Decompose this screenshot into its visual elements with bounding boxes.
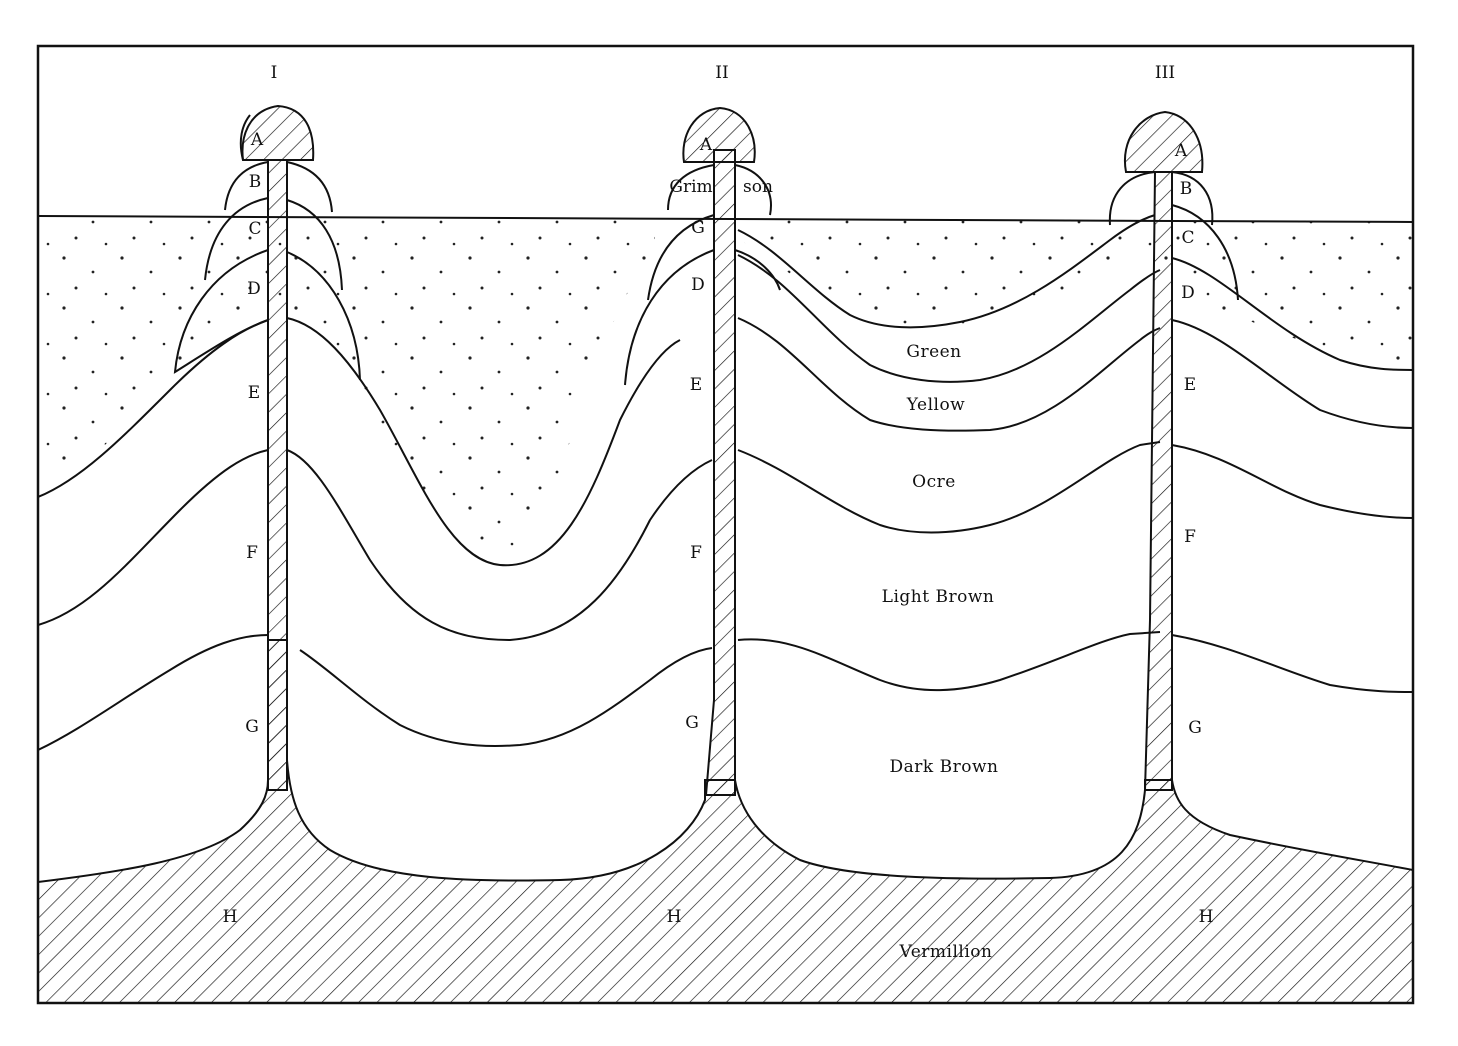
color-label-light-brown: Light Brown (882, 587, 995, 607)
column-ii-label-d: D (691, 275, 705, 295)
column-i-label-h: H (223, 907, 238, 927)
boundary-iii-g (1171, 634, 1413, 693)
column-i-cap-a-left (239, 114, 251, 161)
boundary-green-top (737, 214, 1156, 329)
column-i-label-d: D (247, 279, 261, 299)
column-iii-label-d: D (1181, 283, 1195, 303)
dotted-region (38, 218, 1413, 556)
column-i-shell-b-right (286, 161, 333, 213)
column-ii-shell-b (667, 164, 715, 211)
column-iii-numeral: III (1155, 63, 1175, 83)
column-iii-shell-b-left (1108, 171, 1156, 226)
column-i-label-f: F (246, 543, 258, 563)
column-iii-label-e: E (1184, 375, 1196, 395)
column-i-shell-c (204, 197, 269, 281)
color-label-green: Green (906, 342, 961, 362)
column-ii-label-f: F (690, 543, 702, 563)
boundary-yellow-top (737, 254, 1161, 383)
column-i-cap-a (241, 104, 315, 161)
column-ii-shell-c (647, 214, 715, 301)
column-i-label-b: B (249, 172, 262, 192)
boundary-g-top-right (299, 647, 713, 747)
boundary-iii-f (1171, 444, 1413, 519)
column-ii-label-e: E (690, 375, 702, 395)
column-ii-numeral: II (715, 63, 728, 83)
boundary-darkbrown-top (737, 631, 1161, 692)
column-i-dike (267, 159, 288, 791)
column-i-label-c: C (248, 219, 261, 239)
column-i-label-a: A (250, 130, 264, 150)
column-i-shell-c-right (286, 199, 343, 291)
column-ii-label-a: A (699, 135, 713, 155)
column-iii-label-b: B (1180, 179, 1193, 199)
column-iii-cap-a (1123, 110, 1204, 173)
boundary-lightbrown-top (737, 441, 1161, 534)
color-label-ocre: Ocre (912, 472, 956, 492)
boundary-e-top-right (286, 317, 681, 567)
boundary-f-top (38, 449, 269, 626)
column-iii-label-h: H (1199, 907, 1214, 927)
column-i-label-g: G (245, 717, 259, 737)
color-label-dark-brown: Dark Brown (890, 757, 999, 777)
boundary-iii-d (1171, 257, 1413, 371)
column-i-shell-d (173, 248, 269, 374)
column-i-label-e: E (248, 383, 260, 403)
column-iii-shell-c (1171, 204, 1239, 301)
color-label-yellow: Yellow (906, 395, 965, 415)
column-iii-label-f: F (1184, 527, 1196, 547)
column-ii-label-b-left: Grim (669, 177, 712, 197)
column-iii-label-a: A (1174, 141, 1188, 161)
column-iii-label-c: C (1181, 228, 1194, 248)
column-iii-label-g: G (1188, 718, 1202, 738)
boundary-g-top (38, 634, 269, 751)
column-ii-label-g: G (685, 713, 699, 733)
boundary-f-top-right (286, 449, 713, 642)
column-ii-shell-d-right (734, 249, 781, 291)
column-i-shell-d-right (286, 251, 361, 381)
boundary-ocre-top (737, 317, 1161, 432)
column-i-shell-b (224, 161, 269, 211)
column-ii-shell-b-right (734, 164, 772, 216)
column-ii-shell-d (624, 249, 715, 386)
column-ii-cap-a (682, 106, 756, 163)
column-i-numeral: I (271, 63, 278, 83)
column-ii-label-c: G (691, 218, 705, 238)
boundary-iii-e (1171, 319, 1413, 429)
column-iii-shell-b (1171, 171, 1214, 226)
color-label-vermillion: Vermillion (899, 942, 993, 962)
column-ii-label-h: H (667, 907, 682, 927)
column-ii-label-b-right: son (743, 177, 773, 197)
